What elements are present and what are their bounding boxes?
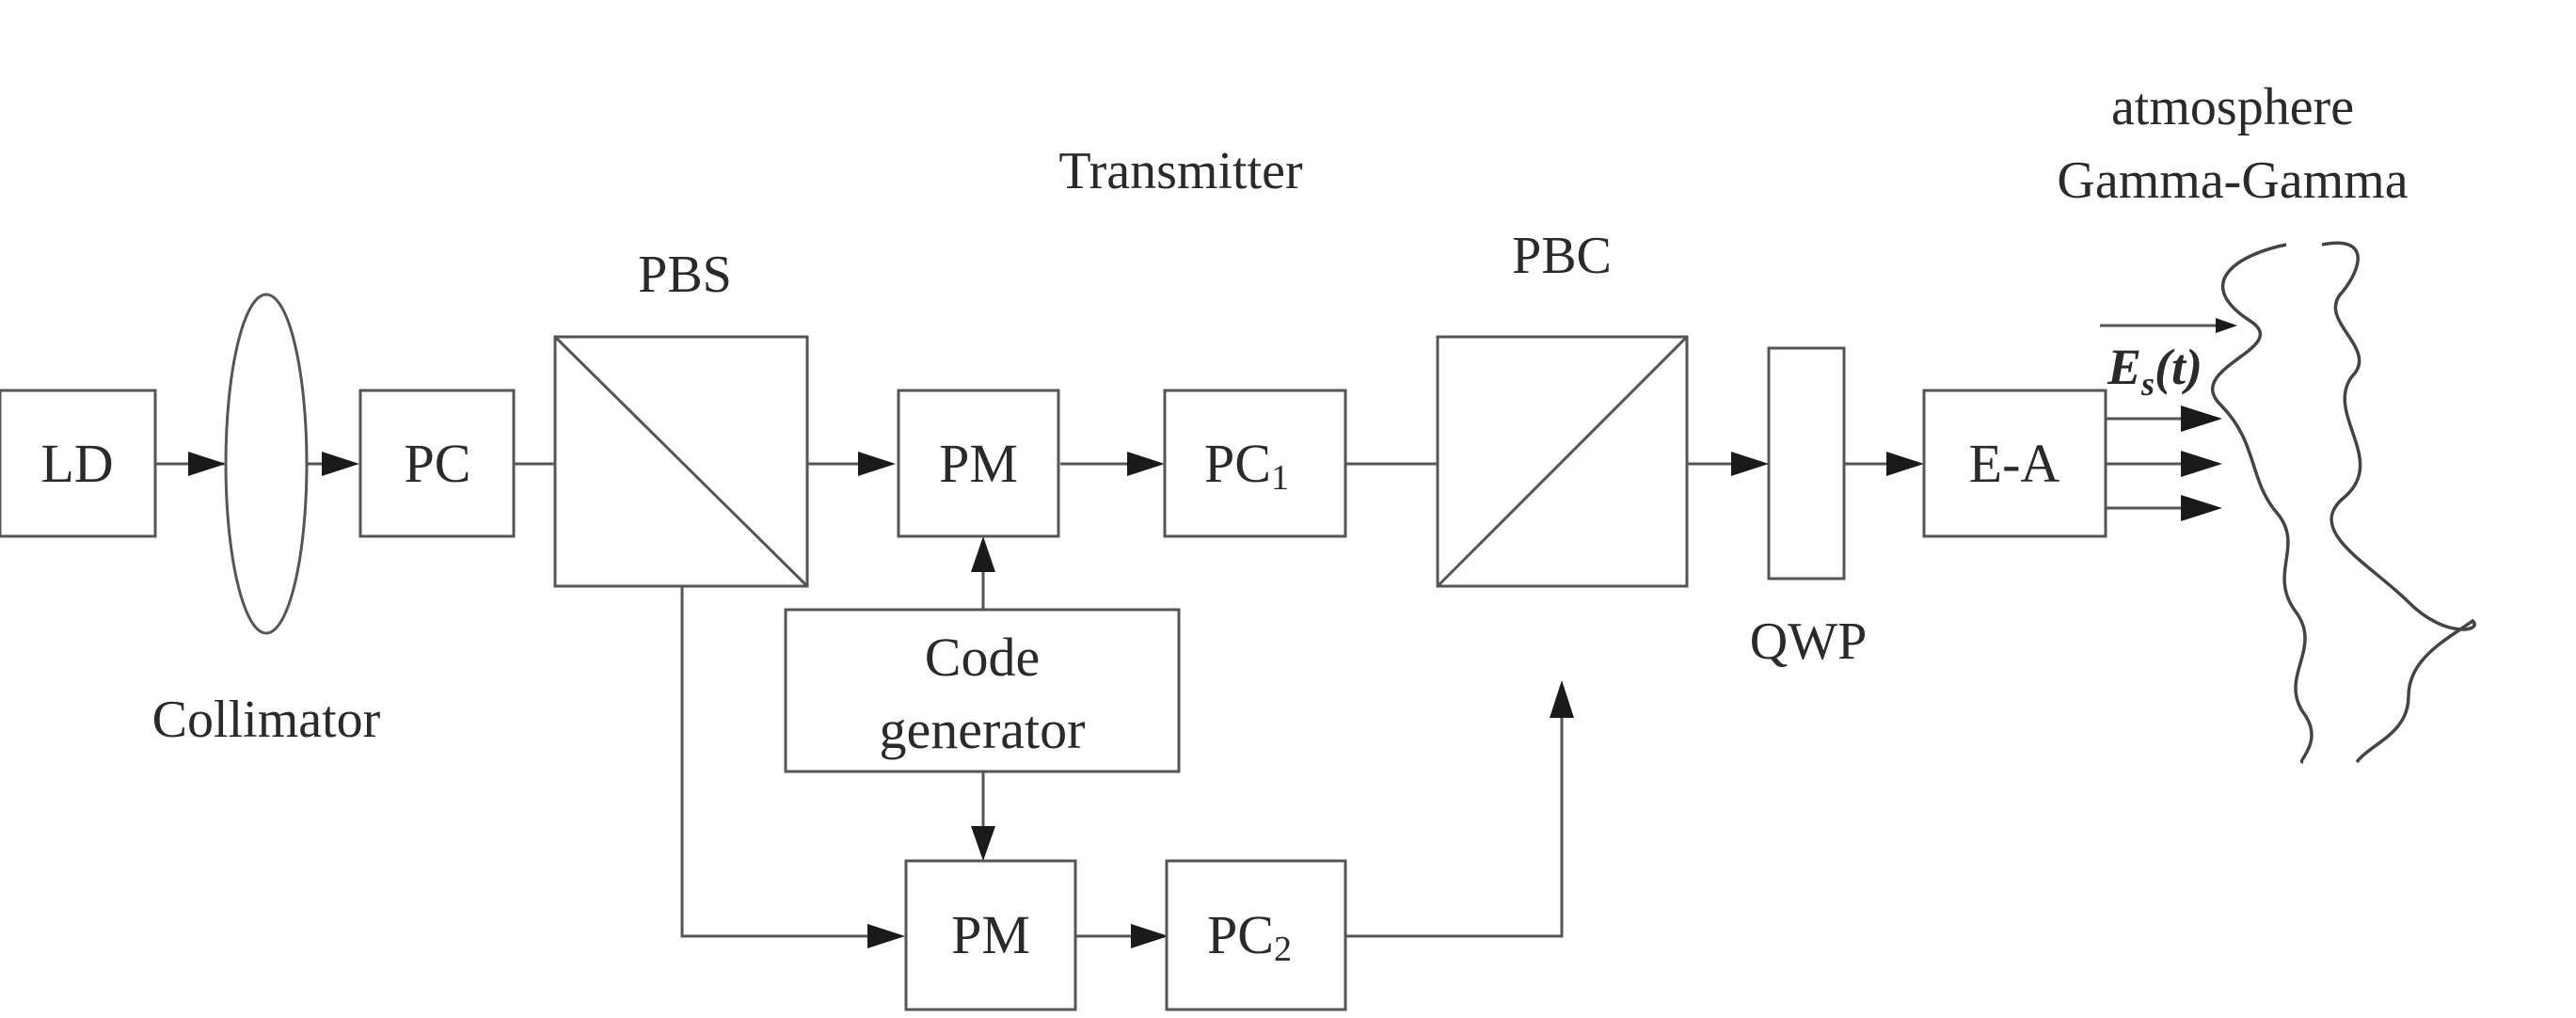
arrow-to-ea: [1886, 452, 1924, 476]
atmosphere-wave-right: [2321, 241, 2476, 764]
block-ld: LD: [0, 389, 157, 538]
arrow-output-1: [2181, 406, 2222, 432]
arrow-output-3: [2181, 495, 2222, 521]
block-pc-label: PC: [405, 433, 471, 494]
block-pc: PC: [358, 389, 516, 538]
label-qwp: QWP: [1750, 612, 1867, 671]
arrow-code-to-pm-bottom: [971, 826, 995, 861]
label-transmitter: Transmitter: [1058, 142, 1303, 200]
block-pbc: [1436, 335, 1689, 588]
block-code-label-line2: generator: [880, 699, 1086, 760]
field-vector-arrow-icon: [2216, 318, 2237, 333]
block-pm-top: PM: [897, 389, 1060, 538]
label-field-es: Es(t): [2100, 318, 2237, 403]
arrow-output-2: [2181, 451, 2222, 477]
arrow-to-pc: [322, 452, 359, 476]
block-qwp: [1767, 346, 1846, 581]
beam-pbs-down-to-pm-bottom: [680, 464, 889, 938]
collimator-lens: [224, 293, 309, 635]
block-pm-bottom: PM: [904, 859, 1077, 1011]
block-pbs: [553, 335, 809, 588]
arrow-ld-to-collimator: [188, 452, 226, 476]
label-pbc: PBC: [1512, 227, 1612, 285]
atmosphere-turbulence: [2211, 241, 2476, 764]
field-label: Es(t): [2107, 339, 2202, 403]
label-atmosphere-line1: atmosphere: [2111, 78, 2354, 136]
block-ea-label: E-A: [1969, 433, 2060, 494]
label-atmosphere-line2: Gamma-Gamma: [2057, 151, 2408, 210]
arrow-to-pm-top: [858, 452, 896, 476]
block-ea: E-A: [1922, 389, 2107, 538]
block-ld-label: LD: [40, 433, 113, 494]
block-pm-bottom-label: PM: [951, 904, 1030, 965]
label-collimator: Collimator: [152, 691, 381, 749]
block-pm-top-label: PM: [939, 433, 1018, 494]
block-code-generator: Code generator: [784, 608, 1181, 773]
arrow-to-pc2: [1131, 924, 1169, 948]
block-pc2: PC2: [1165, 859, 1347, 1011]
block-pc1-label: PC1: [1204, 433, 1289, 498]
block-pc2-label: PC2: [1207, 904, 1292, 969]
arrow-pc2-to-pbc: [1550, 680, 1574, 718]
beam-pc2-up-to-pbc: [1345, 696, 1564, 938]
atmosphere-wave-left: [2211, 243, 2314, 764]
label-pbs: PBS: [638, 246, 732, 304]
arrow-to-pc1: [1127, 452, 1165, 476]
block-pc1: PC1: [1163, 389, 1347, 538]
arrow-code-to-pm-top: [971, 536, 995, 572]
block-code-label-line1: Code: [925, 627, 1040, 688]
arrow-to-pm-bottom: [867, 924, 905, 948]
arrow-to-qwp: [1731, 452, 1769, 476]
